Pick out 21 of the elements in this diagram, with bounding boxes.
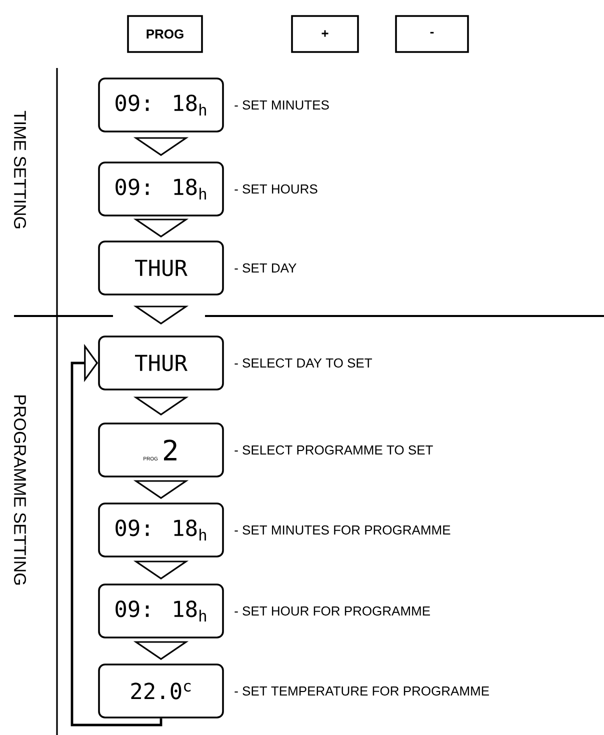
lcd-display: 09: 18$_{h}$ <box>98 162 224 216</box>
step-description: - SET MINUTES FOR PROGRAMME <box>234 525 450 535</box>
section-label: PROGRAMME SETTING <box>14 396 26 585</box>
lcd-display: 09: 18$_{h}$ <box>98 502 224 558</box>
lcd-display: 09: 18$_{h}$ <box>98 78 224 132</box>
step-description: - SET DAY <box>234 263 296 273</box>
lcd-display: 09: 18$_{h}$ <box>98 584 224 638</box>
lcd-display: THUR <box>98 240 224 296</box>
step-description: - SET TEMPERATURE FOR PROGRAMME <box>234 686 489 696</box>
flow-arrow <box>70 344 162 726</box>
step-description: - SET HOURS <box>234 184 318 194</box>
step-description: - SET MINUTES <box>234 100 329 110</box>
section-label: TIME SETTING <box>14 110 26 228</box>
step-description: - SELECT PROGRAMME TO SET <box>234 445 433 455</box>
step-description: - SET HOUR FOR PROGRAMME <box>234 606 430 616</box>
lcd-display: 22.0$^{c}$ <box>98 664 224 718</box>
button-key: - <box>395 15 469 53</box>
lcd-display: THUR <box>98 336 224 390</box>
button-key: PROG <box>127 15 203 53</box>
button-key: + <box>291 15 359 53</box>
step-description: - SELECT DAY TO SET <box>234 358 372 368</box>
